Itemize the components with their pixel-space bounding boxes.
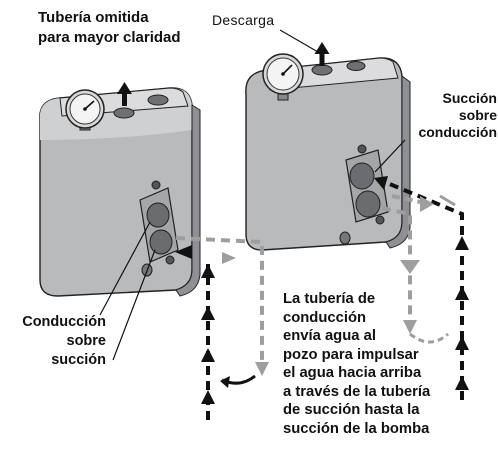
right-leader-line	[374, 139, 406, 173]
right-drive-arrow-path	[381, 206, 412, 330]
left-pump	[39, 82, 201, 361]
explanation-line-3: envía agua al	[283, 328, 376, 344]
left-pump-label-line-3: succión	[51, 352, 106, 368]
diagram-title: Tubería omitida para mayor claridad	[38, 8, 181, 48]
explanation-line-4: pozo para impulsar	[283, 346, 419, 363]
explanation-line-5: el agua hacia arriba	[283, 365, 422, 381]
right-front-flange	[345, 144, 389, 225]
explanation-line-7: de succión hasta la	[283, 402, 420, 418]
right-pump-label-line-1: Succión	[442, 90, 497, 106]
right-pressure-gauge-icon	[262, 53, 304, 101]
right-pump-label-line-2: sobre	[458, 107, 497, 123]
right-pump	[245, 29, 411, 251]
left-flow-arrows	[175, 236, 269, 420]
left-discharge-arrow-icon	[117, 82, 132, 106]
right-discharge-arrow-icon	[314, 42, 330, 66]
left-pump-label: Conducción sobre succión	[6, 313, 106, 370]
right-top-port	[311, 64, 333, 76]
title-line-1: Tubería omitida	[38, 9, 149, 26]
left-leader-line-1	[99, 221, 151, 316]
title-line-2: para mayor claridad	[38, 29, 181, 46]
discharge-label: Descarga	[212, 12, 275, 28]
right-pump-label: Succión sobre conducción	[400, 90, 497, 141]
right-top-port-2	[346, 61, 366, 71]
left-top-port-2	[147, 94, 169, 106]
explanation-line-6: a través de la tubería	[283, 383, 431, 400]
right-pump-label-line-3: conducción	[418, 124, 497, 140]
right-flow-arrows	[374, 176, 469, 400]
left-front-flange	[139, 180, 179, 265]
left-leader-line-2	[112, 249, 156, 361]
explanation-text: La tubería de conducción envía agua al p…	[283, 290, 430, 438]
left-top-port	[113, 107, 135, 119]
left-pump-label-line-1: Conducción	[22, 314, 106, 330]
explanation-line-1: La tubería de	[283, 291, 376, 307]
explanation-line-2: conducción	[283, 309, 367, 326]
left-pump-label-line-2: sobre	[66, 333, 107, 349]
explanation-line-8: succión de la bomba	[283, 420, 430, 437]
left-drive-arrow-path	[175, 236, 264, 372]
right-drain-port	[339, 231, 351, 245]
discharge-leader-line	[279, 29, 319, 53]
left-pressure-gauge-icon	[65, 89, 105, 131]
